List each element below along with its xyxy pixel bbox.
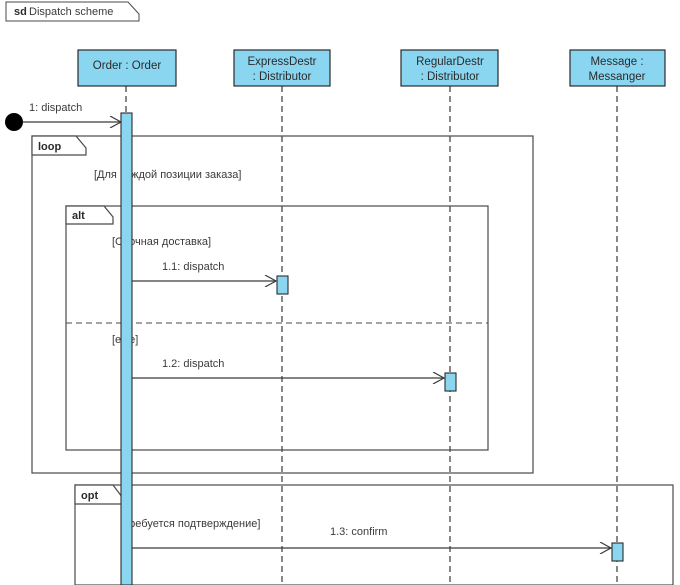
frame-kind-keyword: sd bbox=[14, 6, 27, 18]
message-1-dispatch[interactable]: 1: dispatch bbox=[5, 102, 121, 131]
fragment-loop-box bbox=[31, 135, 534, 474]
lifeline-regular-label-line1: RegularDestr bbox=[416, 56, 484, 68]
lifeline-order[interactable]: Order : Order bbox=[77, 49, 177, 585]
lifeline-express-head bbox=[233, 49, 331, 87]
lifeline-express[interactable]: ExpressDestr : Distributor bbox=[233, 49, 331, 585]
fragment-loop-guard: [Для каждой позиции заказа] bbox=[94, 169, 241, 181]
fragment-opt-operator-label: opt bbox=[81, 490, 98, 502]
fragment-opt-guard: [Требуется подтверждение] bbox=[120, 518, 260, 530]
fragment-opt[interactable]: opt [Требуется подтверждение] bbox=[74, 484, 674, 585]
fragment-alt-guard: [Срочная доставка] bbox=[112, 236, 211, 248]
lifeline-express-label-line2: : Distributor bbox=[253, 71, 312, 83]
diagram-frame-header: sd Dispatch scheme bbox=[5, 1, 140, 22]
lifeline-regular[interactable]: RegularDestr : Distributor bbox=[400, 49, 499, 585]
activation-order bbox=[120, 112, 133, 585]
lifeline-messenger[interactable]: Message : Messanger bbox=[569, 49, 666, 585]
activation-messenger bbox=[611, 542, 624, 562]
activation-express bbox=[276, 275, 289, 295]
fragment-loop-operator-tab bbox=[31, 135, 87, 156]
activation-regular bbox=[444, 372, 457, 392]
fragment-loop-operator-label: loop bbox=[38, 141, 61, 153]
message-1-3-confirm[interactable]: 1.3: confirm bbox=[132, 526, 624, 562]
lifeline-messenger-head bbox=[569, 49, 666, 87]
lifeline-messenger-label-line2: Messanger bbox=[589, 71, 646, 83]
lifeline-order-head bbox=[77, 49, 177, 87]
lifeline-order-label-line1: Order : Order bbox=[93, 60, 162, 72]
message-1-1-label: 1.1: dispatch bbox=[162, 261, 224, 273]
lifeline-regular-head bbox=[400, 49, 499, 87]
fragment-alt-operator-label: alt bbox=[72, 210, 85, 222]
lifeline-express-label-line1: ExpressDestr bbox=[247, 56, 316, 68]
message-1-2-label: 1.2: dispatch bbox=[162, 358, 224, 370]
message-1-1-dispatch[interactable]: 1.1: dispatch bbox=[132, 261, 289, 295]
message-1-2-dispatch[interactable]: 1.2: dispatch bbox=[132, 358, 457, 392]
message-1-3-label: 1.3: confirm bbox=[330, 526, 387, 538]
fragment-alt-operator-tab bbox=[65, 205, 114, 225]
lifeline-regular-label-line2: : Distributor bbox=[421, 71, 480, 83]
fragment-opt-box bbox=[74, 484, 674, 585]
frame-title: Dispatch scheme bbox=[29, 6, 113, 18]
found-message-start-dot bbox=[5, 113, 23, 131]
lifeline-messenger-label-line1: Message : bbox=[590, 56, 643, 68]
fragment-alt-box bbox=[65, 205, 489, 451]
message-1-label: 1: dispatch bbox=[29, 102, 82, 114]
